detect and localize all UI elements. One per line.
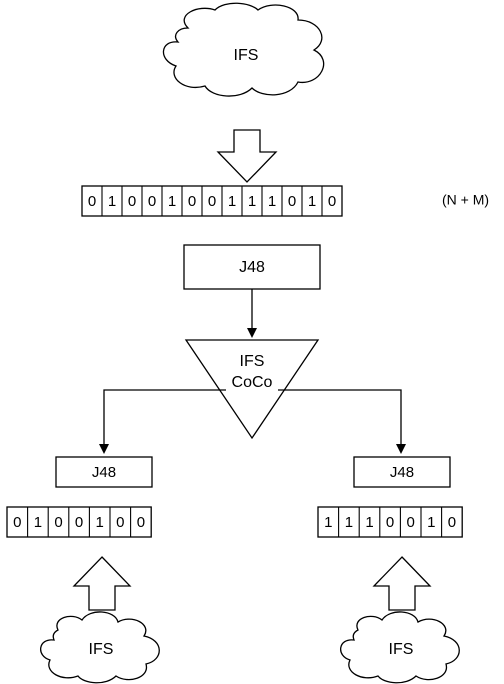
bit-cell: 0: [328, 193, 336, 210]
bit-cell: 1: [168, 193, 176, 210]
bit-cell: 1: [365, 514, 373, 531]
bit-vector-frame: [6, 506, 152, 538]
bit-cell: 0: [116, 514, 124, 531]
left-cloud-label: IFS: [89, 641, 114, 658]
bit-cell: 0: [88, 193, 96, 210]
bit-cell: 1: [427, 514, 435, 531]
left-classifier-box: J48: [55, 456, 153, 488]
bit-vector-frame: [81, 185, 343, 217]
bit-cell: 1: [228, 193, 236, 210]
bit-cell: 0: [137, 514, 145, 531]
right-cloud-label: IFS: [389, 641, 414, 658]
top-cloud-label: IFS: [234, 47, 259, 64]
top-classifier-box: J48: [183, 244, 321, 290]
bit-cell: 0: [54, 514, 62, 531]
bit-cell: 0: [288, 193, 296, 210]
bit-cell: 0: [208, 193, 216, 210]
splitter-line1: IFS: [240, 353, 265, 370]
right-hollow-up-arrow-icon: [372, 556, 432, 611]
vector-size-label: (N + M): [442, 192, 489, 208]
right-classifier-label: J48: [390, 464, 414, 481]
bit-cell: 0: [148, 193, 156, 210]
bit-cell: 1: [345, 514, 353, 531]
right-classifier-box: J48: [353, 456, 451, 488]
top-classifier-label: J48: [239, 259, 265, 276]
top-cloud: IFS: [162, 2, 325, 97]
bit-cell: 1: [268, 193, 276, 210]
bit-cell: 0: [13, 514, 21, 531]
bit-cell: 0: [188, 193, 196, 210]
left-classifier-label: J48: [92, 464, 116, 481]
bit-cell: 0: [448, 514, 456, 531]
left-cloud: IFS: [40, 611, 160, 684]
splitter-triangle: IFS CoCo: [184, 339, 320, 440]
left-hollow-up-arrow-icon: [72, 556, 132, 611]
hollow-down-arrow-icon: [216, 129, 278, 183]
bit-cell: 1: [96, 514, 104, 531]
arrow-splitter-to-left: [99, 389, 226, 454]
bit-cell: 1: [108, 193, 116, 210]
splitter-line2: CoCo: [232, 374, 273, 391]
bit-cell: 1: [248, 193, 256, 210]
bit-cell: 0: [386, 514, 394, 531]
bit-cell: 0: [75, 514, 83, 531]
bit-cell: 1: [308, 193, 316, 210]
bit-cell: 0: [407, 514, 415, 531]
bit-cell: 1: [324, 514, 332, 531]
bit-cell: 1: [34, 514, 42, 531]
bit-vector-frame: [317, 506, 463, 538]
bit-cell: 0: [128, 193, 136, 210]
arrow-splitter-to-right: [278, 389, 406, 454]
right-cloud: IFS: [340, 611, 460, 684]
